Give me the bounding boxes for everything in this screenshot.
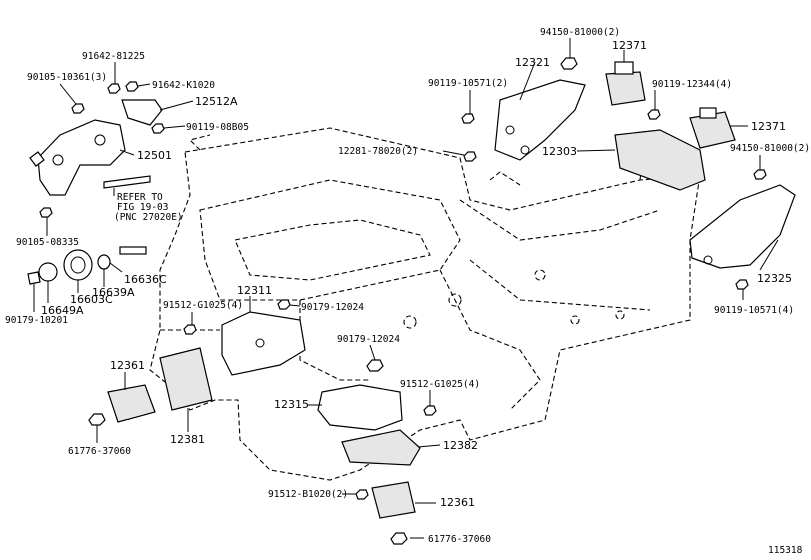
label-12361-bottom: 12361	[440, 496, 475, 509]
label-61776-37060-bottom: 61776-37060	[428, 534, 491, 545]
label-91642-K1020: 91642-K1020	[152, 80, 215, 91]
label-90105-08335: 90105-08335	[16, 237, 79, 248]
label-12325: 12325	[757, 272, 792, 285]
label-12321: 12321	[515, 56, 550, 69]
label-61776-37060-left: 61776-37060	[68, 446, 131, 457]
label-16603C: 16603C	[70, 293, 113, 306]
label-90179-10201: 90179-10201	[5, 315, 68, 326]
label-12361-left: 12361	[110, 359, 145, 372]
label-12371-right: 12371	[751, 120, 786, 133]
label-94150-81000-top: 94150-81000(2)	[540, 27, 620, 38]
bracket-12512A	[121, 99, 163, 126]
label-16639A: 16639A	[92, 286, 135, 299]
label-91512-G1025-left: 91512-G1025(4)	[163, 300, 243, 311]
label-90179-12024-mid: 90179-12024	[337, 334, 400, 345]
label-90119-12344: 90119-12344(4)	[652, 79, 732, 90]
mount-12361-left	[107, 384, 156, 423]
engine-outline	[149, 127, 701, 481]
bracket-12311	[221, 311, 306, 376]
leader-lines	[33, 38, 779, 539]
mount-12371-right	[689, 107, 736, 149]
label-94150-81000-right: 94150-81000(2)	[730, 143, 810, 154]
label-16649A: 16649A	[41, 304, 84, 317]
bracket-12315	[317, 384, 403, 431]
label-12381: 12381	[170, 433, 205, 446]
pulley-parts	[27, 246, 147, 285]
label-12281-78020: 12281-78020(2)	[338, 146, 418, 157]
label-figure-number: 115318	[768, 545, 803, 556]
label-12371-top: 12371	[612, 39, 647, 52]
label-91512-G1025-mid: 91512-G1025(4)	[400, 379, 480, 390]
label-pnc-27020E: (PNC 27020E)	[114, 212, 183, 223]
bracket-12501	[29, 119, 126, 196]
label-12303: 12303	[542, 145, 577, 158]
label-12315: 12315	[274, 398, 309, 411]
label-16636C: 16636C	[124, 273, 167, 286]
bracket-12303	[614, 129, 706, 191]
bracket-12382	[341, 429, 421, 466]
labels: 91642-81225 90105-10361(3) 91642-K1020 1…	[5, 27, 810, 556]
bracket-12321	[494, 79, 586, 161]
fasteners	[39, 57, 767, 545]
label-90119-08B05: 90119-08B05	[186, 122, 249, 133]
label-12512A: 12512A	[195, 95, 238, 108]
label-91642-81225: 91642-81225	[82, 51, 145, 62]
label-12382: 12382	[443, 439, 478, 452]
bracket-12325	[689, 184, 796, 269]
label-91512-B1020: 91512-B1020(2)	[268, 489, 348, 500]
mount-12381	[159, 347, 213, 411]
label-fig-19-03: FIG 19-03	[117, 202, 168, 213]
label-refer-to: REFER TO	[117, 192, 163, 203]
mount-12371-top	[605, 61, 646, 106]
label-90119-10571-top: 90119-10571(2)	[428, 78, 508, 89]
mount-12361-bottom	[371, 481, 416, 519]
label-12311: 12311	[237, 284, 272, 297]
label-12501: 12501	[137, 149, 172, 162]
label-90105-10361: 90105-10361(3)	[27, 72, 107, 83]
label-90179-12024-left: 90179-12024	[301, 302, 364, 313]
label-90119-10571-right: 90119-10571(4)	[714, 305, 794, 316]
